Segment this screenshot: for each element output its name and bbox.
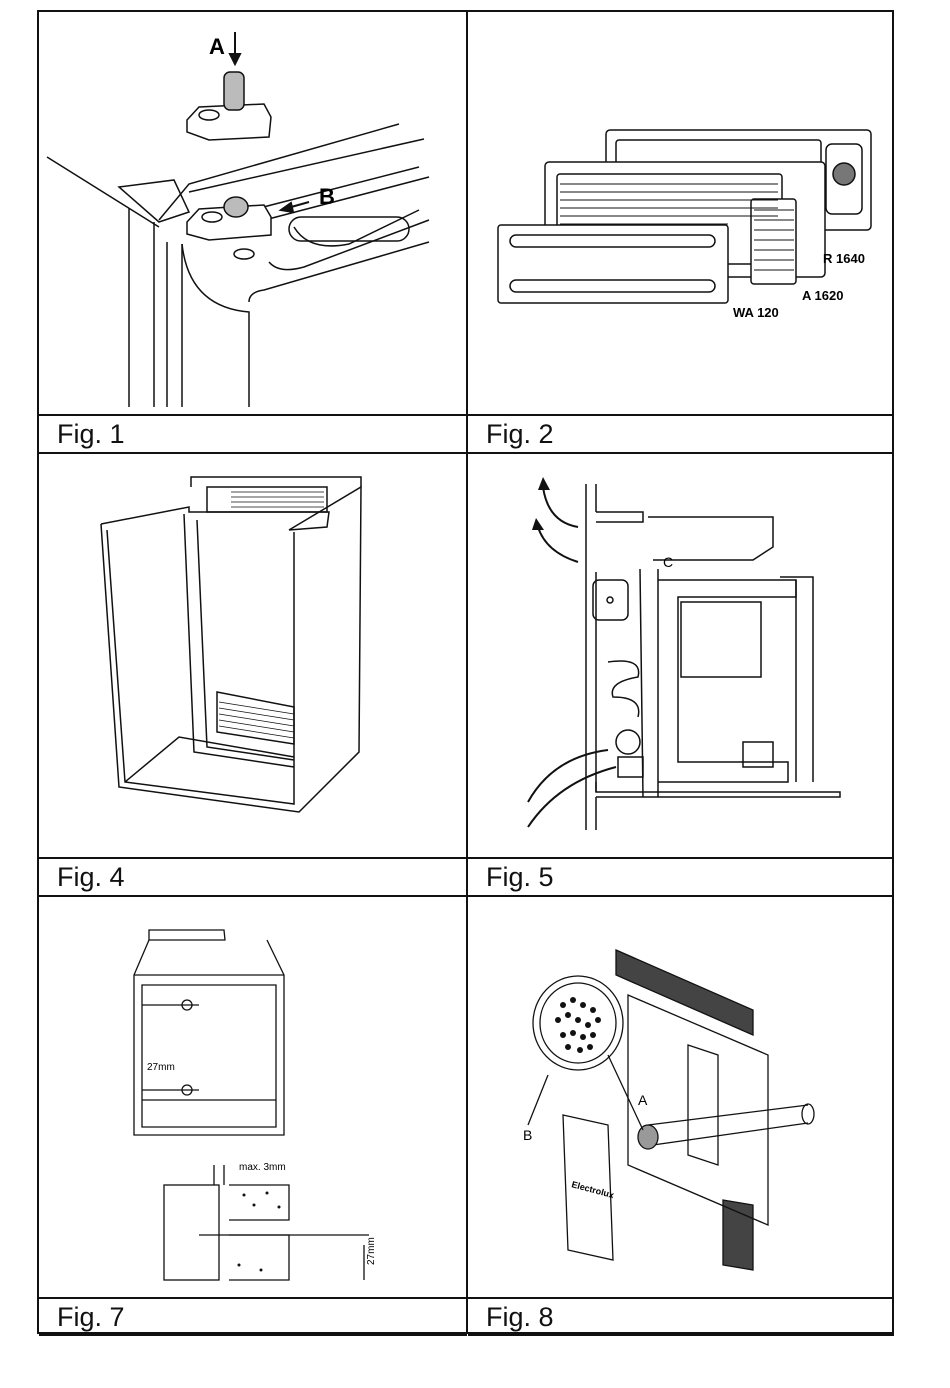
- figure-7-cell: 27mm max. 3mm 27mm Fig. 7: [39, 895, 467, 1336]
- label-b: B: [523, 1127, 532, 1143]
- figure-1-illustration: A B: [39, 12, 467, 414]
- dimension-27mm-label: 27mm: [147, 1062, 175, 1073]
- label-b: B: [319, 184, 335, 209]
- label-wa120: WA 120: [733, 305, 779, 320]
- figure-2-caption: Fig. 2: [468, 414, 894, 454]
- ventilation-grilles-illustration: R 1640 A 1620 WA 120: [497, 129, 872, 320]
- mounting-illustration: 27mm max. 3mm 27mm: [133, 929, 377, 1281]
- figure-2-cell: R 1640 A 1620 WA 120 Fig. 2: [468, 12, 894, 454]
- figure-5-cell: C Fig. 5: [468, 452, 894, 897]
- column-divider: [466, 12, 468, 1332]
- label-a: A: [209, 34, 225, 59]
- figure-1-caption: Fig. 1: [39, 414, 467, 454]
- label-a1620: A 1620: [802, 288, 843, 303]
- dimension-max-3mm-label: max. 3mm: [239, 1162, 286, 1173]
- hinge-part-b: [186, 196, 272, 260]
- figure-8-illustration: A B Electrolux: [468, 895, 894, 1297]
- brand-label: Electrolux: [570, 1179, 615, 1200]
- cabinet-illustration: [100, 476, 362, 813]
- hinge-illustration: A B: [46, 32, 430, 407]
- figure-7-caption: Fig. 7: [39, 1297, 467, 1336]
- cross-section-illustration: C: [527, 477, 841, 830]
- hinge-pin-a: [186, 71, 272, 141]
- figure-5-caption: Fig. 5: [468, 857, 894, 897]
- figure-7-illustration: 27mm max. 3mm 27mm: [39, 895, 467, 1297]
- figure-8-caption: Fig. 8: [468, 1297, 894, 1336]
- figure-4-illustration: [39, 452, 467, 857]
- vent-assembly-illustration: A B Electrolux: [523, 949, 815, 1271]
- figure-8-cell: A B Electrolux Fig. 8: [468, 895, 894, 1336]
- label-c: C: [663, 554, 673, 570]
- label-a: A: [638, 1092, 648, 1108]
- figure-5-illustration: C: [468, 452, 894, 857]
- figure-4-caption: Fig. 4: [39, 857, 467, 897]
- figure-2-illustration: R 1640 A 1620 WA 120: [468, 12, 894, 414]
- figure-sheet: A B Fig. 1: [37, 10, 894, 1336]
- figure-4-cell: Fig. 4: [39, 452, 467, 897]
- dimension-27mm-side-label: 27mm: [366, 1237, 377, 1265]
- label-r1640: R 1640: [823, 251, 865, 266]
- figure-1-cell: A B Fig. 1: [39, 12, 467, 454]
